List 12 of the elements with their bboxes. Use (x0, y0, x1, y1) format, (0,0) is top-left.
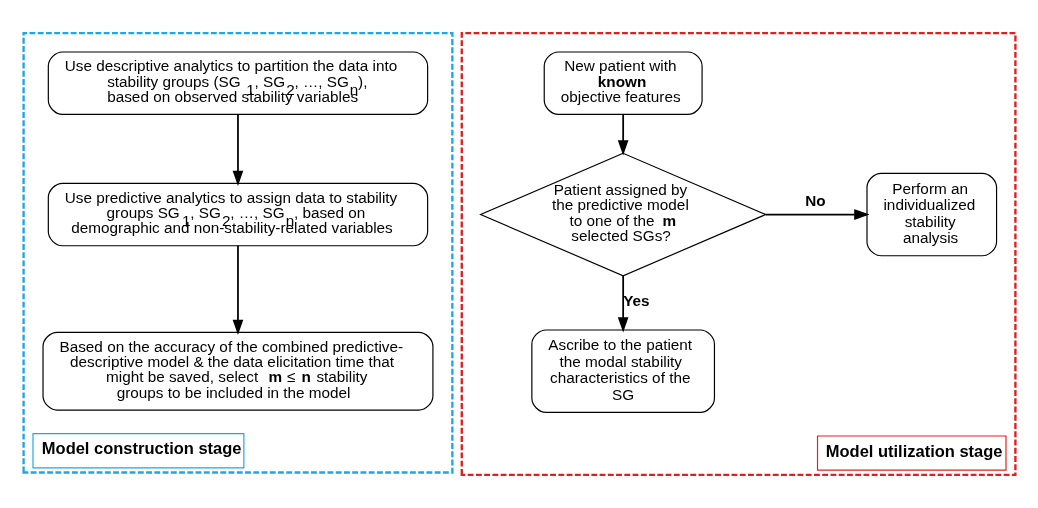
arrow (764, 209, 870, 220)
node-box: New patient with known objective features (543, 51, 703, 115)
edge-label: Yes (622, 291, 650, 309)
arrow (617, 113, 629, 156)
node-box: Ascribe to the patient the modal stability characteristics of the SG (530, 329, 715, 413)
node-diamond: Patient assigned by the predictive model to one of the m selected SGs? (478, 152, 767, 277)
edge-label: No (804, 191, 826, 209)
node-box: Perform an individualized stability analysis (865, 172, 997, 257)
arrow (617, 274, 629, 333)
arrow (232, 113, 243, 186)
node-box: Based on the accuracy of the combined predictive-descriptive model & the data elicitation time that might be saved, select m ≤ n stability groups to be included in the model (41, 331, 433, 411)
arrow (232, 244, 243, 335)
